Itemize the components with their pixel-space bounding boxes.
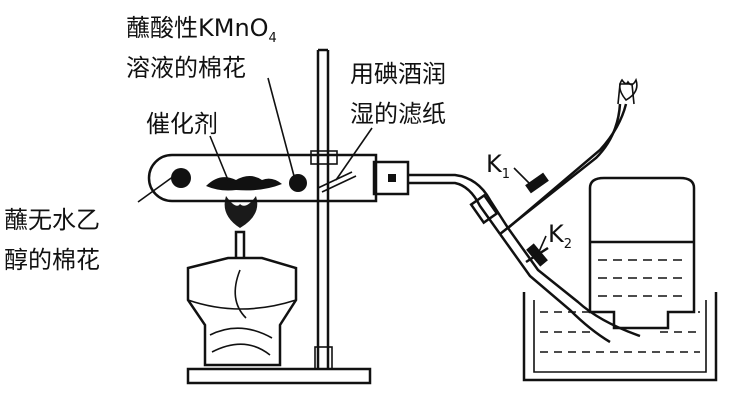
stand-base (186, 367, 372, 385)
lamp-body (186, 256, 298, 367)
k2-branch-inner (506, 227, 641, 338)
lamp-wick (234, 269, 247, 319)
lamp-wick-holder (234, 230, 246, 258)
k1-branch-outer (507, 103, 628, 229)
k2-valve-handle[interactable] (525, 246, 549, 264)
k1-branch-inner (499, 103, 622, 235)
water-trough (522, 292, 718, 382)
stand-clamp (310, 150, 338, 165)
filter-paper (317, 171, 353, 189)
trough-water (540, 311, 700, 353)
collection-bottle (588, 176, 696, 330)
label-iodine-line2: 湿的滤纸 (350, 100, 446, 128)
bottle-water (598, 259, 688, 297)
filter-paper-edge (321, 175, 357, 193)
catalyst-powder (206, 176, 282, 191)
iron-stand (186, 48, 372, 385)
pointer-k2 (537, 235, 547, 255)
label-iodine-line1: 用碘酒润 (350, 60, 446, 88)
label-ethanol-line1: 蘸无水乙 (4, 206, 100, 234)
lamp-flame (224, 196, 258, 228)
label-kmno4-line2: 溶液的棉花 (126, 54, 246, 82)
pointer-catalyst (209, 135, 229, 181)
delivery-tubes (408, 77, 641, 344)
ethanol-cotton (171, 168, 191, 188)
stopper-hole (388, 174, 396, 182)
stand-foot (314, 346, 333, 370)
pointer-k1 (513, 167, 531, 185)
k1-valve[interactable] (525, 172, 549, 194)
label-k2: K2 (548, 220, 572, 252)
lamp-liquid-line (187, 299, 297, 310)
alcohol-lamp (186, 196, 298, 367)
tube-to-junction (408, 173, 510, 229)
rubber-connector (469, 193, 499, 225)
pointer-kmno4 (267, 77, 295, 177)
lamp-pattern (209, 327, 273, 356)
k1-valve-handle[interactable] (529, 175, 545, 191)
label-kmno4: 蘸酸性KMnO4 (126, 14, 277, 46)
trough-inner (533, 300, 707, 373)
rubber-stopper (372, 160, 410, 196)
label-ethanol-line2: 醇的棉花 (4, 246, 100, 274)
tube-body (147, 153, 378, 203)
burner-flame (618, 77, 638, 102)
tube-to-junction-inner (408, 181, 502, 235)
pointer-ethanol (137, 175, 175, 203)
label-k1: K1 (486, 150, 510, 182)
pointer-lines (137, 77, 547, 255)
kmno4-cotton (289, 174, 307, 192)
trough-body (522, 292, 718, 382)
test-tube (147, 153, 410, 203)
pointer-iodine (335, 127, 373, 181)
k2-branch-outer (498, 233, 611, 344)
bottle-body (588, 176, 696, 330)
k2-valve[interactable] (525, 243, 549, 267)
label-catalyst: 催化剂 (146, 110, 218, 138)
